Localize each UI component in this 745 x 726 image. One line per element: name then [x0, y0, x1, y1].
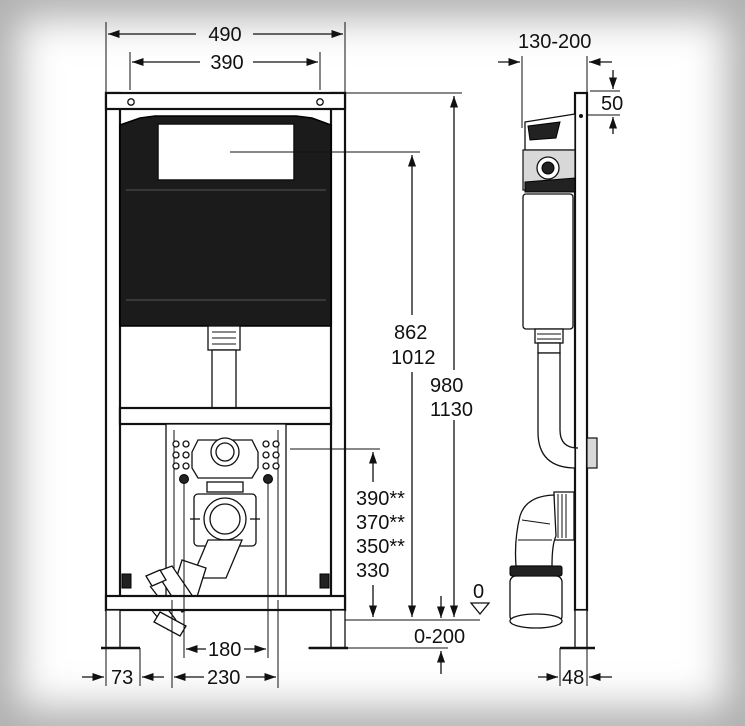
left-bolt-holes: [172, 440, 190, 484]
top-bar: [104, 91, 347, 111]
side-view: 130-200 50: [498, 31, 623, 689]
dim-73-label: 73: [111, 667, 133, 689]
dim-330-drain-label: 330: [356, 560, 389, 582]
flush-pipe: [211, 349, 237, 409]
middle-crossbar: [118, 406, 333, 426]
drain-elbow-stub: [553, 491, 575, 541]
dim-180-label: 180: [208, 639, 241, 661]
dim-390-drain-label: 390**: [356, 488, 405, 510]
dim-1012-label: 1012: [391, 347, 436, 369]
right-post: [329, 91, 347, 612]
left-leg: [105, 609, 121, 649]
floor-zero-label: 0: [473, 581, 484, 603]
dim-490-label: 490: [208, 24, 241, 46]
dim-370-drain-label: 370**: [356, 512, 405, 534]
dim-390-label: 390: [210, 52, 243, 74]
dim-862-label: 862: [394, 322, 427, 344]
floor-level-triangle-icon: [469, 602, 491, 616]
side-leg: [574, 609, 588, 649]
dim-350-drain-label: 350**: [356, 536, 405, 558]
dim-230-label: 230: [207, 667, 240, 689]
bottom-rail: [104, 594, 347, 612]
dim-980-label: 980: [430, 375, 463, 397]
side-frame-post: [573, 91, 589, 612]
front-view: 490 390: [82, 22, 491, 689]
right-leg: [330, 609, 346, 649]
dim-0-200-label: 0-200: [414, 626, 465, 648]
right-bolt-holes: [262, 440, 280, 484]
dim-1130-label: 1130: [430, 399, 473, 421]
dim-48-label: 48: [562, 667, 584, 689]
left-post: [104, 91, 122, 612]
side-cistern: [522, 193, 574, 330]
dim-130-200-label: 130-200: [518, 31, 591, 53]
dim-50-label: 50: [601, 93, 623, 115]
side-flush-pipe: [537, 352, 579, 469]
drain-elbow: [514, 494, 557, 567]
